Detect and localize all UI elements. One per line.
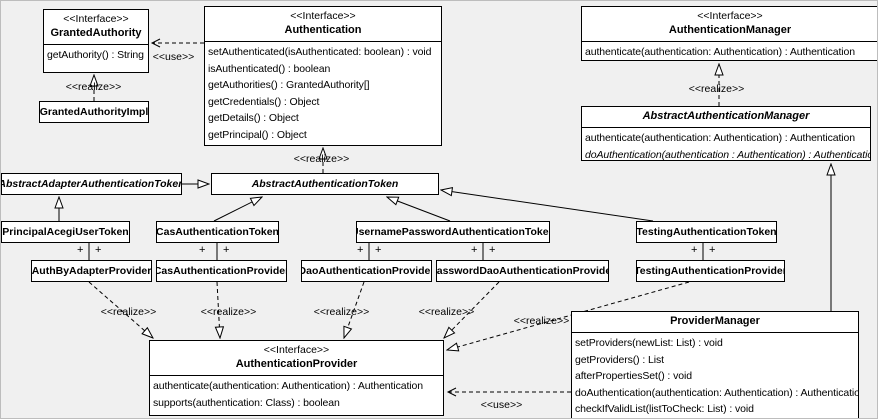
class-name: TestingAuthenticationProvider <box>636 265 785 277</box>
method: getAuthorities() : GrantedAuthority[] <box>208 79 370 91</box>
method: supports(authentication: Class) : boolea… <box>153 396 340 409</box>
methods-compartment: setAuthenticated(isAuthenticated: boolea… <box>205 41 441 143</box>
method: setAuthenticated(isAuthenticated: boolea… <box>208 46 432 58</box>
class-header: <<Interface>> GrantedAuthority <box>44 10 148 44</box>
class-header: <<Interface>> Authentication <box>205 7 441 41</box>
class-name: Authentication <box>284 24 362 36</box>
class-password-dao-authentication-provider[interactable]: PasswordDaoAuthenticationProvider <box>436 260 609 282</box>
class-name: AbstractAdapterAuthenticationToken <box>1 178 182 190</box>
class-granted-authority-impl[interactable]: GrantedAuthorityImpl <box>39 101 149 123</box>
abstract-method: doAuthentication(authentication : Authen… <box>585 148 871 161</box>
class-authentication-provider[interactable]: <<Interface>> AuthenticationProvider aut… <box>149 340 444 416</box>
association-end-label: + <box>357 244 364 256</box>
method: authenticate(authentication: Authenticat… <box>153 380 424 392</box>
class-testing-authentication-token[interactable]: TestingAuthenticationToken <box>636 221 777 243</box>
method: getPrincipal() : Object <box>208 128 307 141</box>
class-authentication[interactable]: <<Interface>> Authentication setAuthenti… <box>204 6 442 146</box>
class-header: ProviderManager <box>572 312 858 332</box>
class-authentication-manager[interactable]: <<Interface>> AuthenticationManager auth… <box>581 6 877 61</box>
realize-label: <<realize>> <box>100 306 157 318</box>
class-principal-acegi-user-token[interactable]: PrincipalAcegiUserToken <box>1 221 130 243</box>
methods-compartment: authenticate(authentication: Authenticat… <box>582 127 871 161</box>
realize-label: <<realize>> <box>688 83 745 95</box>
use-label: <<use>> <box>480 399 523 411</box>
association-end-label: + <box>375 244 382 256</box>
realize-label: <<realize>> <box>418 306 475 318</box>
method: getDetails() : Object <box>208 112 299 124</box>
class-name: TestingAuthenticationToken <box>636 226 777 238</box>
class-name: DaoAuthenticationProvider <box>301 265 432 277</box>
stereotype-label: <<Interface>> <box>697 10 763 22</box>
methods-compartment: authenticate(authentication: Authenticat… <box>150 375 443 411</box>
method: getAuthority() : String <box>47 49 144 61</box>
association-end-label: + <box>223 244 230 256</box>
method: authenticate(authentication: Authenticat… <box>585 132 856 144</box>
realize-label: <<realize>> <box>513 315 570 327</box>
association-end-label: + <box>95 244 102 256</box>
edge-realize-daoauthenticationprovider <box>344 281 365 338</box>
realize-label: <<realize>> <box>200 306 257 318</box>
edge-gen-usernamepasswordauthenticationtoken <box>387 197 451 222</box>
method: afterPropertiesSet() : void <box>575 370 692 382</box>
association-end-label: + <box>489 244 496 256</box>
realize-label: <<realize>> <box>65 81 122 93</box>
class-name: AbstractAuthenticationToken <box>251 178 399 190</box>
realize-label: <<realize>> <box>313 306 370 318</box>
edge-realize-casauthenticationprovider <box>217 281 220 338</box>
method: setProviders(newList: List) : void <box>575 337 723 349</box>
edge-gen-testingauthenticationtoken <box>441 190 654 222</box>
stereotype-label: <<Interface>> <box>63 13 129 25</box>
class-abstract-adapter-authentication-token[interactable]: AbstractAdapterAuthenticationToken <box>1 173 182 195</box>
class-name: CasAuthenticationToken <box>156 226 279 238</box>
class-name: AuthenticationManager <box>668 24 792 36</box>
method: isAuthenticated() : boolean <box>208 62 331 75</box>
realize-label: <<realize>> <box>293 153 350 165</box>
class-name: AbstractAuthenticationManager <box>642 110 810 122</box>
class-auth-by-adapter-provider[interactable]: AuthByAdapterProvider <box>31 260 152 282</box>
stereotype-label: <<Interface>> <box>263 344 330 356</box>
method: authenticate(authentication: Authenticat… <box>585 46 856 58</box>
class-username-password-authentication-token[interactable]: UsernamePasswordAuthenticationToken <box>356 221 550 243</box>
class-header: <<Interface>> AuthenticationManager <box>582 7 877 41</box>
method: getCredentials() : Object <box>208 95 320 108</box>
method: checkIfValidList(listToCheck: List) : vo… <box>575 403 754 415</box>
use-label: <<use>> <box>152 51 195 63</box>
association-end-label: + <box>691 244 698 256</box>
edge-realize-passworddaoauthenticationprovider <box>444 281 500 338</box>
methods-compartment: authenticate(authentication: Authenticat… <box>582 41 877 60</box>
class-name: GrantedAuthorityImpl <box>39 106 149 118</box>
class-testing-authentication-provider[interactable]: TestingAuthenticationProvider <box>636 260 785 282</box>
method: getProviders() : List <box>575 353 664 366</box>
class-cas-authentication-provider[interactable]: CasAuthenticationProvider <box>156 260 287 282</box>
methods-compartment: getAuthority() : String <box>44 44 148 64</box>
association-end-label: + <box>77 244 84 256</box>
class-cas-authentication-token[interactable]: CasAuthenticationToken <box>156 221 279 243</box>
methods-compartment: setProviders(newList: List) : void getPr… <box>572 332 858 418</box>
class-name: GrantedAuthority <box>50 27 142 39</box>
class-provider-manager[interactable]: ProviderManager setProviders(newList: Li… <box>571 311 859 418</box>
edge-realize-authbyadapterprovider <box>88 281 153 338</box>
class-name: PrincipalAcegiUserToken <box>2 226 129 238</box>
class-abstract-authentication-token[interactable]: AbstractAuthenticationToken <box>211 173 439 195</box>
class-name: AuthenticationProvider <box>235 358 358 370</box>
class-name: ProviderManager <box>670 315 760 327</box>
association-end-label: + <box>471 244 478 256</box>
class-abstract-authentication-manager[interactable]: AbstractAuthenticationManager authentica… <box>581 106 871 161</box>
class-header: AbstractAuthenticationManager <box>582 107 870 127</box>
stereotype-label: <<Interface>> <box>290 10 356 22</box>
class-name: CasAuthenticationProvider <box>156 265 287 277</box>
class-name: UsernamePasswordAuthenticationToken <box>356 226 550 238</box>
class-name: PasswordDaoAuthenticationProvider <box>436 265 609 277</box>
association-end-label: + <box>709 244 716 256</box>
association-end-label: + <box>199 244 206 256</box>
edge-gen-casauthenticationtoken <box>213 197 262 222</box>
method: doAuthentication(authentication: Authent… <box>575 386 859 399</box>
class-dao-authentication-provider[interactable]: DaoAuthenticationProvider <box>301 260 432 282</box>
class-header: <<Interface>> AuthenticationProvider <box>150 341 443 375</box>
class-name: AuthByAdapterProvider <box>31 265 152 277</box>
class-granted-authority[interactable]: <<Interface>> GrantedAuthority getAuthor… <box>43 9 149 73</box>
